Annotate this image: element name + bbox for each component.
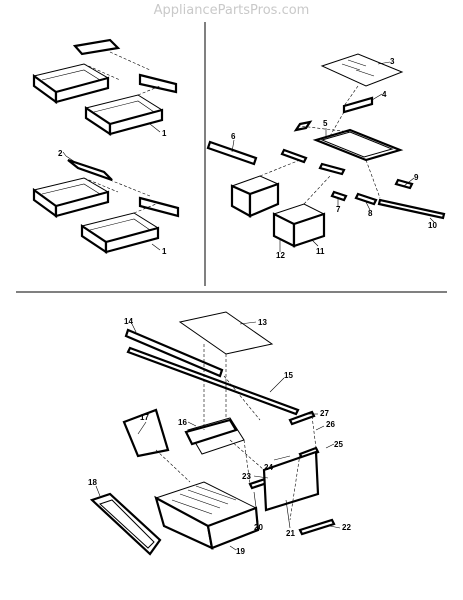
callout-27: 27 (320, 409, 329, 418)
callout-8: 8 (368, 209, 373, 218)
callout-18: 18 (88, 478, 97, 487)
callout-22: 22 (342, 523, 351, 532)
callout-3: 3 (390, 57, 395, 66)
callout-13: 13 (258, 318, 267, 327)
deli-drawer-assembly (89, 311, 336, 556)
section-dividers (16, 22, 447, 293)
callout-16: 16 (178, 418, 187, 427)
callout-11: 11 (316, 247, 325, 256)
callout-23: 23 (242, 472, 251, 481)
callout-1b: 1 (162, 247, 167, 256)
callout-17: 17 (140, 413, 149, 422)
leader-lines (62, 61, 435, 551)
callout-7: 7 (336, 205, 341, 214)
callout-5: 5 (323, 119, 328, 128)
watermark: AppliancePartsPros.com (153, 3, 310, 18)
shelf-assembly-lower (32, 155, 180, 255)
callout-24: 24 (264, 463, 273, 472)
callout-labels: 1 1 2 3 4 5 6 7 8 9 10 11 12 13 14 15 16… (58, 57, 437, 556)
callout-6: 6 (231, 132, 236, 141)
callout-4: 4 (382, 90, 387, 99)
callout-19: 19 (236, 547, 245, 556)
callout-20: 20 (254, 523, 263, 532)
callout-12: 12 (276, 251, 285, 260)
shelf-assembly-upper (32, 38, 178, 137)
callout-10: 10 (428, 221, 437, 230)
callout-9: 9 (414, 173, 419, 182)
callout-2: 2 (58, 149, 63, 158)
callout-26: 26 (326, 420, 335, 429)
callout-14: 14 (124, 317, 133, 326)
callout-25: 25 (334, 440, 343, 449)
callout-15: 15 (284, 371, 293, 380)
callout-21: 21 (286, 529, 295, 538)
crisper-assembly (206, 53, 446, 248)
callout-1a: 1 (162, 129, 167, 138)
